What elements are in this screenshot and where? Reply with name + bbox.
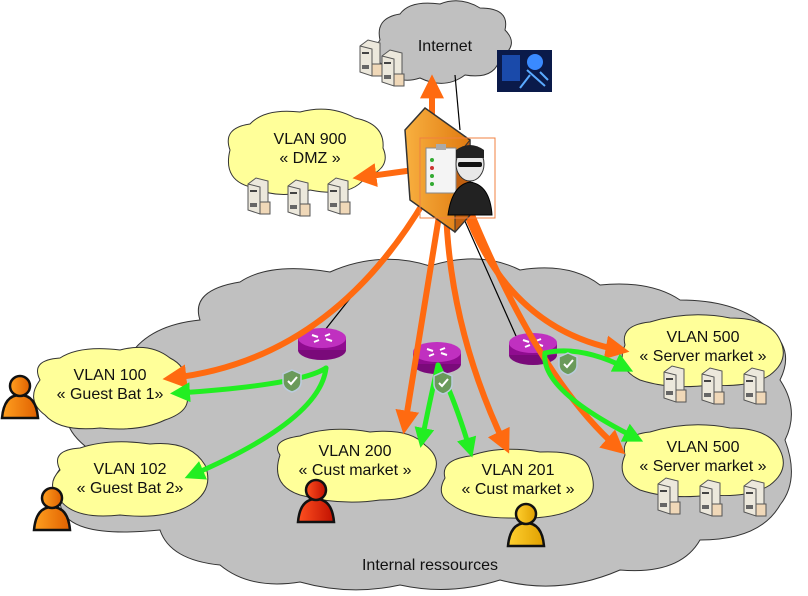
vlan-id: VLAN 200 [318, 443, 392, 460]
vlan201-cloud [440, 448, 594, 519]
vlan-id: VLAN 102 [93, 461, 167, 478]
vlan-id: VLAN 900 [273, 131, 347, 148]
vlan-id: VLAN 500 [666, 329, 740, 346]
vlan-name: « Guest Bat 1» [56, 386, 164, 403]
server-icon [327, 177, 351, 215]
vlan500a-cloud [621, 314, 784, 388]
server-icon [743, 479, 767, 517]
vlan-id: VLAN 100 [73, 367, 147, 384]
vlan-name: « DMZ » [279, 150, 341, 167]
hacker-icon [497, 50, 552, 92]
vlan-id: VLAN 500 [666, 439, 740, 456]
vlan102-cloud [52, 441, 209, 517]
server-icon [287, 179, 311, 217]
vlan-name: « Server market » [639, 348, 767, 365]
vlan201-label: VLAN 201 « Cust market » [448, 461, 588, 499]
vlan900-cloud [227, 108, 386, 195]
user-icon [32, 486, 72, 532]
vlan-name: « Cust market » [298, 462, 412, 479]
user-icon [506, 502, 546, 548]
server-icon [699, 479, 723, 517]
user-icon [0, 374, 40, 420]
shield-check-icon [282, 369, 302, 393]
server-icon [663, 365, 687, 403]
vlan500a-label: VLAN 500 « Server market » [628, 328, 778, 366]
vlan102-label: VLAN 102 « Guest Bat 2» [60, 460, 200, 498]
user-icon [296, 478, 336, 524]
vlan-name: « Cust market » [461, 481, 575, 498]
server-icon [381, 49, 405, 87]
vlan500b-label: VLAN 500 « Server market » [628, 438, 778, 476]
vlan100-label: VLAN 100 « Guest Bat 1» [40, 366, 180, 404]
server-icon [743, 367, 767, 405]
internet-label: Internet [417, 38, 473, 55]
vlan200-label: VLAN 200 « Cust market » [285, 442, 425, 480]
server-icon [359, 39, 383, 77]
server-icon [657, 477, 681, 515]
vlan500b-cloud [621, 424, 784, 498]
server-icon [247, 177, 271, 215]
vlan-name: « Guest Bat 2» [76, 480, 184, 497]
vlan-id: VLAN 201 [481, 462, 555, 479]
server-icon [701, 367, 725, 405]
shield-check-icon [433, 371, 453, 395]
vlan900-label: VLAN 900 « DMZ » [240, 130, 380, 168]
security-guard-icon [419, 137, 496, 219]
internal-resources-label: Internal ressources [361, 557, 499, 574]
vlan-name: « Server market » [639, 458, 767, 475]
shield-check-icon [558, 352, 578, 376]
